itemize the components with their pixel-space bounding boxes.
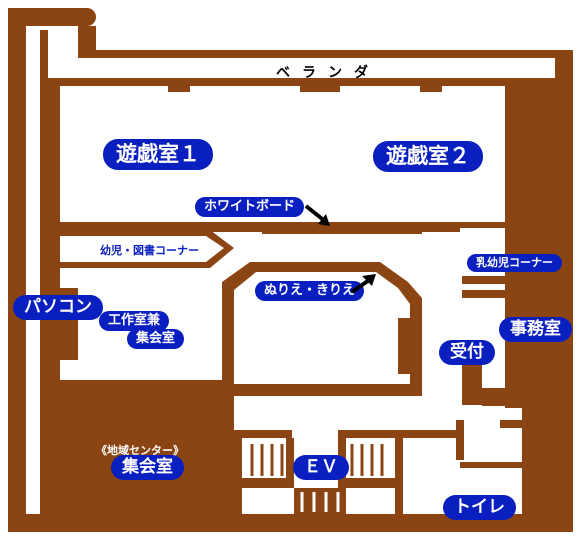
reception-label: 受付 bbox=[440, 341, 494, 364]
playroom2-label: 遊戯室２ bbox=[374, 142, 482, 172]
ev-label: ＥＶ bbox=[294, 456, 348, 479]
walls bbox=[8, 8, 573, 532]
office-label: 事務室 bbox=[500, 318, 571, 341]
workshop-label-line1: 工作室兼 bbox=[100, 312, 169, 331]
arrow-icon bbox=[350, 274, 376, 294]
infant-corner-label: 乳幼児コーナー bbox=[468, 255, 561, 272]
playroom1-label: 遊戯室１ bbox=[104, 140, 212, 170]
stairs bbox=[250, 444, 384, 512]
pc-label: パソコン bbox=[14, 296, 102, 319]
library-corner-label: 幼児・図書コーナー bbox=[100, 244, 199, 257]
arrow-icon bbox=[304, 204, 330, 226]
community-label-line2: 集会室 bbox=[112, 456, 183, 479]
veranda-label: ベランダ bbox=[276, 65, 380, 81]
toilet-label: トイレ bbox=[444, 496, 515, 519]
workshop-label-line2: 集会室 bbox=[128, 330, 184, 349]
whiteboard-label: ホワイトボード bbox=[196, 198, 304, 217]
coloring-label: ぬりえ・きりえ bbox=[256, 282, 364, 301]
community-label-line1: 《地域センター》 bbox=[96, 444, 184, 457]
wall-notches bbox=[168, 86, 442, 92]
